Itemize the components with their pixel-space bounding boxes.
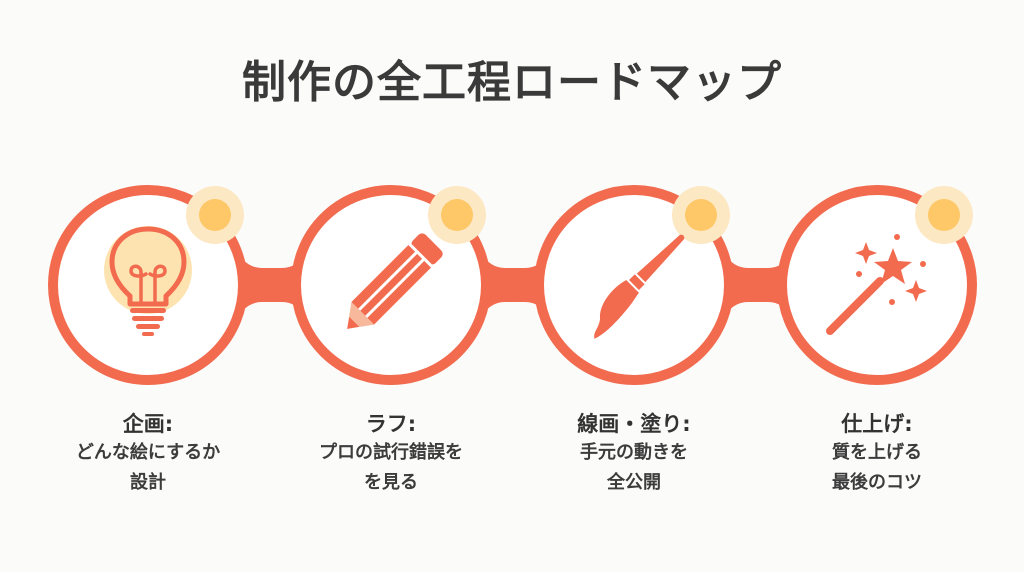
step-heading: 線画・塗り:	[577, 412, 691, 436]
page-title: 制作の全工程ロードマップ	[242, 57, 782, 108]
step-label-2: ラフ: プロの試行錯誤を を見る	[271, 410, 511, 498]
paintbrush-icon	[594, 234, 685, 339]
step-description: 最後のコツ	[832, 472, 922, 493]
step-description: 手元の動きを	[580, 442, 688, 463]
step-description: を見る	[364, 472, 418, 493]
connector-1-2	[236, 250, 308, 320]
connector-2-3	[479, 250, 551, 320]
lightbulb-icon	[104, 226, 192, 336]
step-description: 全公開	[607, 472, 661, 493]
pencil-icon	[347, 233, 443, 329]
step-heading: ラフ:	[365, 412, 417, 436]
step-label-4: 仕上げ: 質を上げる 最後のコツ	[757, 410, 997, 498]
step-label-1: 企画: どんな絵にするか 設計	[28, 410, 268, 498]
step-description: プロの試行錯誤を	[319, 442, 463, 463]
step-heading: 企画:	[122, 412, 174, 436]
progress-nodes	[186, 186, 973, 244]
step-description: 質を上げる	[832, 442, 922, 463]
step-description: 設計	[130, 472, 166, 493]
connectors	[236, 250, 794, 320]
step-description: どんな絵にするか	[75, 442, 221, 463]
magic-wand-icon	[826, 234, 927, 335]
step-heading: 仕上げ:	[841, 412, 913, 436]
connector-3-4	[722, 250, 794, 320]
step-label-3: 線画・塗り: 手元の動きを 全公開	[514, 410, 754, 498]
